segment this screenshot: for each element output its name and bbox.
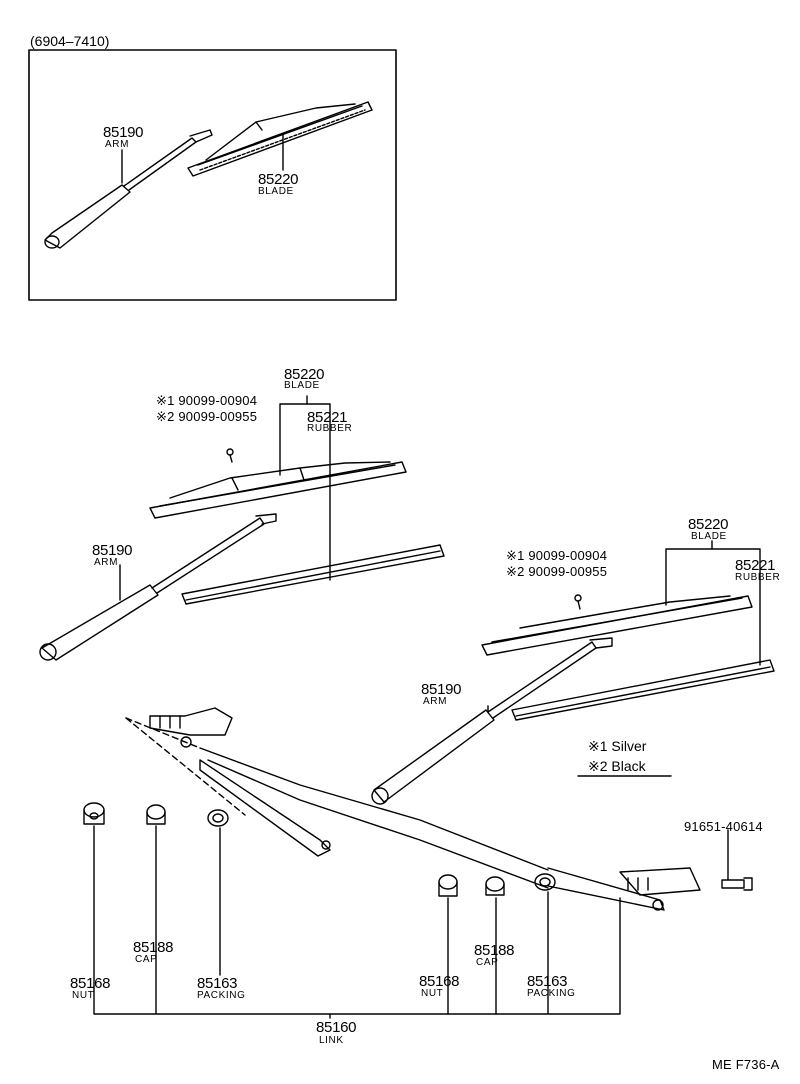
inset-arm-drawing: [44, 129, 213, 249]
right-rubber-label: RUBBER: [735, 572, 781, 583]
right-blade-leader: [665, 548, 761, 666]
link-drawing: [125, 707, 701, 911]
left-rubber-drawing: [181, 544, 445, 605]
right-screw-black-code: ※2 90099-00955: [506, 564, 608, 579]
right-blade-drawing: [481, 594, 753, 656]
left-nut-label: NUT: [72, 990, 95, 1001]
left-packing-part-number: 85163: [197, 975, 238, 992]
left-nut-part-number: 85168: [70, 975, 111, 992]
right-arm-drawing: [371, 637, 613, 805]
bolt-part-number: 91651-40614: [684, 819, 763, 834]
right-rubber-drawing: [511, 659, 775, 721]
left-screw-black-code: ※2 90099-00955: [156, 409, 258, 424]
left-cap-part-number: 85188: [133, 939, 174, 956]
right-packing-part-number: 85163: [527, 973, 568, 990]
right-cap-part-number: 85188: [474, 942, 515, 959]
left-arm-label: ARM: [94, 557, 119, 568]
left-screw-silver-code: ※1 90099-00904: [156, 393, 258, 408]
right-arm-label: ARM: [423, 696, 448, 707]
right-screw-silver-code: ※1 90099-00904: [506, 548, 608, 563]
link-part-number: 85160: [316, 1019, 357, 1036]
link-leaders: [93, 825, 621, 1019]
left-packing-label: PACKING: [197, 990, 246, 1001]
left-blade-part-number: 85220: [284, 366, 325, 383]
left-blade-leader: [279, 403, 331, 581]
inset-arm-part-number: 85190: [103, 124, 144, 141]
inset-arm-label: ARM: [105, 139, 130, 150]
right-hardware-drawing: [438, 873, 753, 897]
right-rubber-part-number: 85221: [735, 557, 776, 574]
inset-blade-drawing: [187, 101, 373, 177]
figure-code: ME F736-A: [712, 1057, 780, 1072]
right-blade-label: BLADE: [691, 531, 727, 542]
left-blade-label: BLADE: [284, 380, 320, 391]
right-cap-label: CAP: [476, 957, 499, 968]
inset-frame: [28, 49, 397, 301]
inset-blade-label: BLADE: [258, 186, 294, 197]
left-cap-label: CAP: [135, 954, 158, 965]
link-label: LINK: [319, 1035, 344, 1046]
left-arm-part-number: 85190: [92, 542, 133, 559]
legend-black: ※2 Black: [588, 758, 646, 774]
right-nut-label: NUT: [421, 988, 444, 999]
right-packing-label: PACKING: [527, 988, 576, 999]
right-blade-part-number: 85220: [688, 516, 729, 533]
left-arm-drawing: [39, 513, 277, 661]
left-blade-drawing: [149, 448, 407, 519]
left-rubber-label: RUBBER: [307, 423, 353, 434]
inset-blade-part-number: 85220: [258, 171, 299, 188]
left-rubber-part-number: 85221: [307, 409, 348, 426]
right-arm-part-number: 85190: [421, 681, 462, 698]
right-nut-part-number: 85168: [419, 973, 460, 990]
left-hardware-drawing: [83, 802, 229, 827]
legend-silver: ※1 Silver: [588, 738, 647, 754]
model-year-range: (6904–7410): [30, 33, 110, 49]
